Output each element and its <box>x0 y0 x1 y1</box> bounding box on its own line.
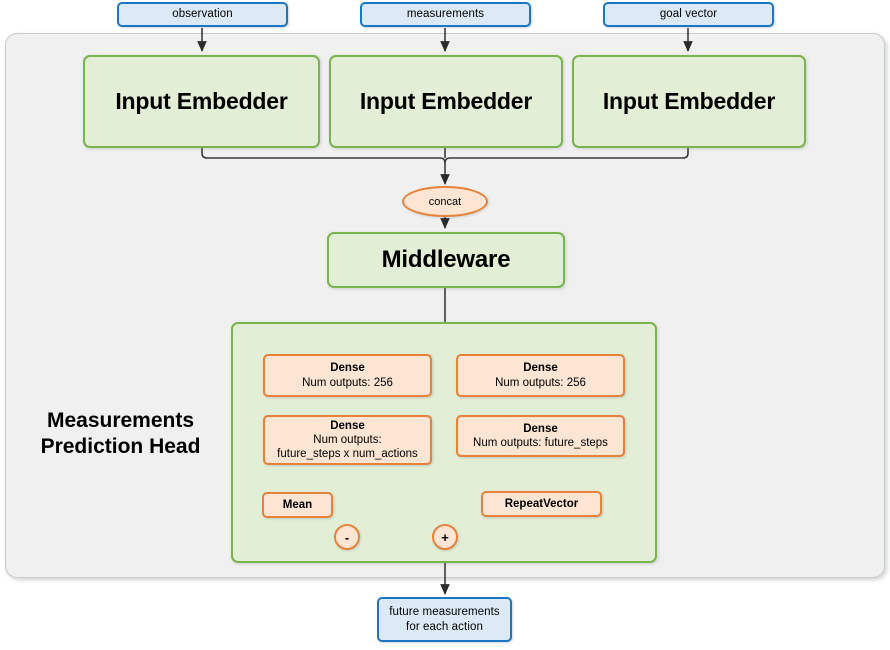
head-title-line-2: Prediction Head <box>40 435 201 459</box>
input-label-measurements: measurements <box>406 8 485 21</box>
dense-right-2[interactable]: Dense Num outputs: future_steps <box>456 415 625 457</box>
concat-node[interactable]: concat <box>402 186 488 217</box>
output-box-future-measurements[interactable]: future measurements for each action <box>377 597 512 642</box>
input-embedder-2[interactable]: Input Embedder <box>329 55 563 148</box>
input-box-observation[interactable]: observation <box>117 2 288 27</box>
repeat-vector-box[interactable]: RepeatVector <box>481 491 602 517</box>
dense-left-1-title: Dense <box>330 362 365 375</box>
dense-left-1[interactable]: Dense Num outputs: 256 <box>263 354 432 397</box>
dense-right-2-title: Dense <box>523 422 558 435</box>
concat-label: concat <box>428 195 462 208</box>
middleware-label: Middleware <box>381 246 511 274</box>
mean-box[interactable]: Mean <box>262 492 333 518</box>
head-title-line-1: Measurements <box>46 409 195 432</box>
dense-left-1-sub: Num outputs: 256 <box>302 376 393 389</box>
input-label-goal-vector: goal vector <box>659 8 718 21</box>
dense-left-2-sub-line-1: Num outputs: <box>313 433 382 446</box>
dense-right-1[interactable]: Dense Num outputs: 256 <box>456 354 625 397</box>
dense-right-1-sub: Num outputs: 256 <box>495 376 586 389</box>
dense-left-2[interactable]: Dense Num outputs: future_steps x num_ac… <box>263 415 432 465</box>
output-label-line-2: for each action <box>406 620 483 633</box>
output-label-line-1: future measurements <box>389 606 500 619</box>
dense-left-2-title: Dense <box>330 419 365 432</box>
input-embedder-3-label: Input Embedder <box>602 88 776 115</box>
dense-left-2-sub-line-2: future_steps x num_actions <box>277 448 418 460</box>
input-box-goal-vector[interactable]: goal vector <box>603 2 774 27</box>
page-title: Measurements Prediction Head <box>18 408 223 461</box>
subtract-operator-label: - <box>344 529 350 545</box>
middleware-box[interactable]: Middleware <box>327 232 565 288</box>
input-box-measurements[interactable]: measurements <box>360 2 531 27</box>
input-embedder-3[interactable]: Input Embedder <box>572 55 806 148</box>
input-embedder-2-label: Input Embedder <box>359 88 533 115</box>
dense-right-1-title: Dense <box>523 362 558 375</box>
input-embedder-1[interactable]: Input Embedder <box>83 55 320 148</box>
add-operator-label: + <box>441 529 449 545</box>
input-label-observation: observation <box>172 8 233 21</box>
mean-label: Mean <box>282 498 313 511</box>
input-embedder-1-label: Input Embedder <box>115 88 288 115</box>
add-operator[interactable]: + <box>432 524 458 550</box>
subtract-operator[interactable]: - <box>334 524 360 550</box>
dense-right-2-sub: Num outputs: future_steps <box>473 437 608 449</box>
repeat-vector-label: RepeatVector <box>504 497 579 510</box>
